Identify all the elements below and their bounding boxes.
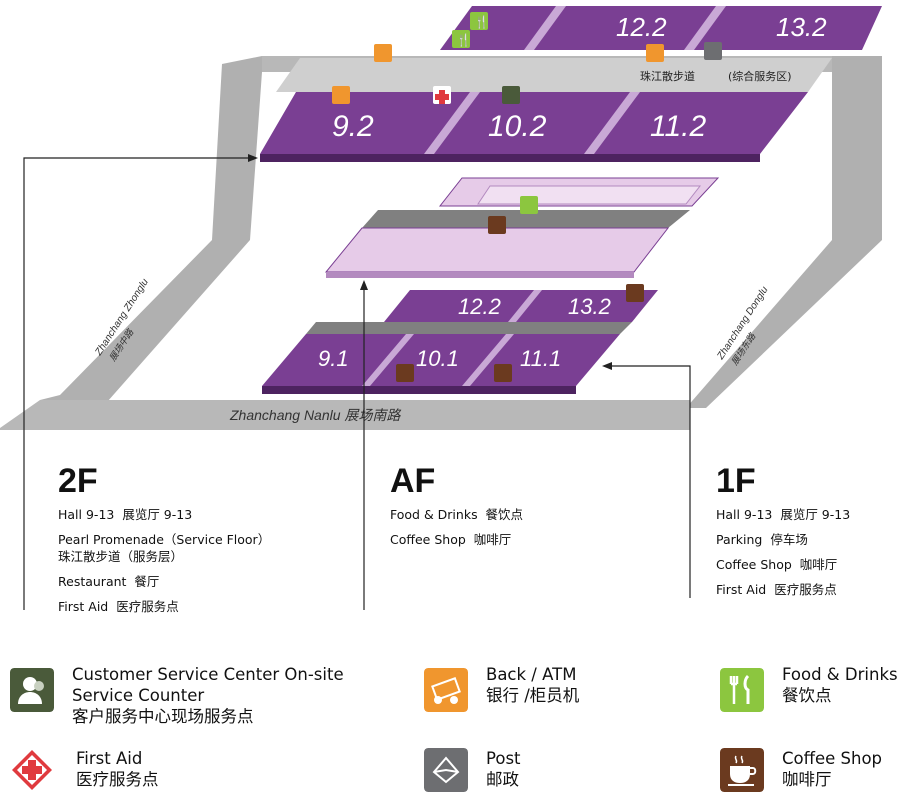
floor-item: First Aid 医疗服务点: [716, 582, 837, 597]
legend-label-zh: 咖啡厅: [782, 770, 832, 789]
legend-label-zh: 银行 /柜员机: [486, 686, 580, 705]
hall-label: 12.2: [458, 294, 501, 319]
floor-item: Hall 9-13 展览厅 9-13: [716, 507, 851, 522]
floor-title: AF: [390, 462, 436, 500]
hall-label: 9.1: [318, 346, 349, 371]
map-icons-2f: 🍴 🍴: [332, 12, 722, 104]
floor-title: 1F: [716, 462, 756, 500]
food-drinks-icon: [470, 12, 488, 30]
arrow-2f: [23, 157, 250, 610]
hall-slab: [260, 92, 808, 154]
road-south-label: Zhanchang Nanlu 展场南路: [229, 407, 401, 423]
legend-coffee: Coffee Shop 咖啡厅: [720, 748, 920, 804]
food-drinks-icon: [452, 30, 470, 48]
floor-2f-legend: 2F Hall 9-13 展览厅 9-13 Pearl Promenade（Se…: [58, 462, 270, 623]
legend-label: First Aid: [76, 749, 143, 768]
promenade-label: 珠江散步道: [640, 69, 695, 83]
floor-1f-back: 12.2 13.2: [384, 284, 658, 322]
road-south: [0, 400, 690, 430]
customer-service-icon: [502, 86, 520, 104]
legend-label-zh: 医疗服务点: [76, 770, 159, 789]
hall-label: 13.2: [568, 294, 611, 319]
road-west: [40, 56, 262, 410]
hall-label: 11.1: [520, 346, 561, 371]
road-east: [686, 56, 882, 408]
legend-label-zh: 餐饮点: [782, 686, 832, 705]
bank-atm-icon: [646, 44, 664, 62]
legend-label: Back / ATM: [486, 665, 577, 684]
floor-af-legend: AF Food & Drinks 餐饮点 Coffee Shop 咖啡厅: [390, 462, 523, 556]
legend-first-aid: First Aid 医疗服务点: [10, 748, 250, 804]
legend-label: Service Counter: [72, 686, 205, 705]
arrow-1f: [610, 365, 691, 598]
floor-1f-legend: 1F Hall 9-13 展览厅 9-13 Parking 停车场 Coffee…: [716, 462, 850, 606]
floor-item: Restaurant 餐厅: [58, 574, 160, 589]
pearl-promenade: 珠江散步道 (综合服务区): [276, 58, 832, 92]
hall-label: 12.2: [616, 12, 667, 42]
coffee-cup-icon: [720, 748, 764, 792]
bank-atm-icon: [374, 44, 392, 62]
hall-label: 10.1: [416, 346, 459, 371]
svg-text:🍴: 🍴: [474, 15, 489, 29]
floor-item: Food & Drinks 餐饮点: [390, 507, 524, 522]
money-icon: [424, 668, 468, 712]
floor-1f-front: 9.1 10.1 11.1: [262, 322, 632, 394]
legend-label-zh: 邮政: [486, 770, 519, 789]
coffee-shop-icon: [626, 284, 644, 302]
legend-label: Food & Drinks: [782, 665, 898, 684]
venue-map: 12.2 13.2 珠江散步道 (综合服务区) 9.2 10.2 11.2 🍴 …: [0, 6, 882, 610]
food-drinks-icon: [520, 196, 538, 214]
floor-item: Pearl Promenade（Service Floor）珠江散步道（服务层）: [58, 532, 271, 564]
floor-item: First Aid 医疗服务点: [58, 599, 179, 614]
floor-item: Hall 9-13 展览厅 9-13: [58, 507, 193, 522]
legend-label: Post: [486, 749, 521, 768]
legend-label: Coffee Shop: [782, 749, 883, 768]
bank-atm-icon: [332, 86, 350, 104]
coffee-shop-icon: [488, 216, 506, 234]
legend-label: Customer Service Center On-site: [72, 665, 344, 684]
hall-label: 11.2: [650, 110, 706, 143]
pointer-arrows: [23, 154, 691, 610]
hall-label: 10.2: [488, 110, 547, 143]
floor-title: 2F: [58, 462, 98, 500]
coffee-shop-icon: [494, 364, 512, 382]
legend-bank: Back / ATM 银行 /柜员机: [424, 664, 664, 724]
post-icon: [704, 42, 722, 60]
cross-icon: [12, 750, 52, 790]
floor-item: Parking 停车场: [716, 532, 808, 547]
person-icon: [10, 668, 54, 712]
floor-item: Coffee Shop 咖啡厅: [716, 557, 838, 572]
hall-label: 13.2: [776, 12, 827, 42]
floor-2f-back: 12.2 13.2: [440, 6, 882, 50]
legend-post: Post 邮政: [424, 748, 624, 804]
hall-label: 9.2: [332, 110, 374, 143]
floor-2f-front: 9.2 10.2 11.2: [260, 92, 808, 162]
legend-label-zh: 客户服务中心现场服务点: [72, 707, 254, 726]
fork-knife-icon: [720, 668, 764, 712]
floor-item: Coffee Shop 咖啡厅: [390, 532, 512, 547]
legend-food: Food & Drinks 餐饮点: [720, 664, 920, 724]
svg-text:🍴: 🍴: [456, 33, 471, 47]
service-area-label: (综合服务区): [728, 69, 792, 83]
floor-af: [324, 177, 720, 278]
coffee-shop-icon: [396, 364, 414, 382]
envelope-icon: [424, 748, 468, 792]
